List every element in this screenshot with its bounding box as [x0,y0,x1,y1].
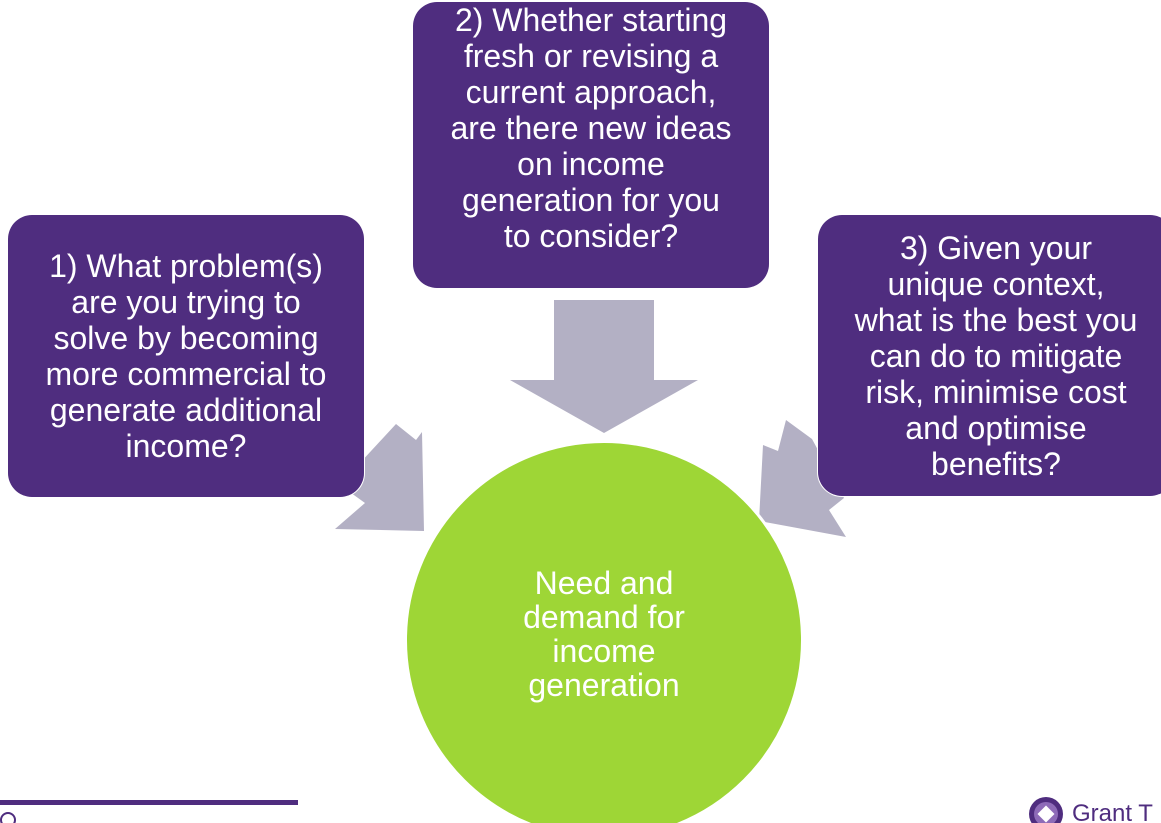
logo-mark-icon [1029,797,1063,823]
question-box-3: 3) Given your unique context, what is th… [818,215,1161,496]
center-circle: Need and demand for income generation [404,440,804,823]
question-3-text: 3) Given your unique context, what is th… [854,229,1138,482]
footer-divider [0,800,298,805]
arrow-top [510,300,698,433]
arrow-left [335,424,424,531]
logo-text: Grant T [1072,800,1153,823]
question-1-text: 1) What problem(s) are you trying to sol… [45,248,327,464]
company-logo: Grant T [1028,794,1161,823]
corner-mark [0,812,16,823]
question-box-1: 1) What problem(s) are you trying to sol… [8,215,364,497]
question-box-2: 2) Whether starting fresh or revising a … [413,2,769,288]
center-label: Need and demand for income generation [523,565,685,703]
arrow-right [759,420,846,537]
question-2-text: 2) Whether starting fresh or revising a … [450,2,732,254]
